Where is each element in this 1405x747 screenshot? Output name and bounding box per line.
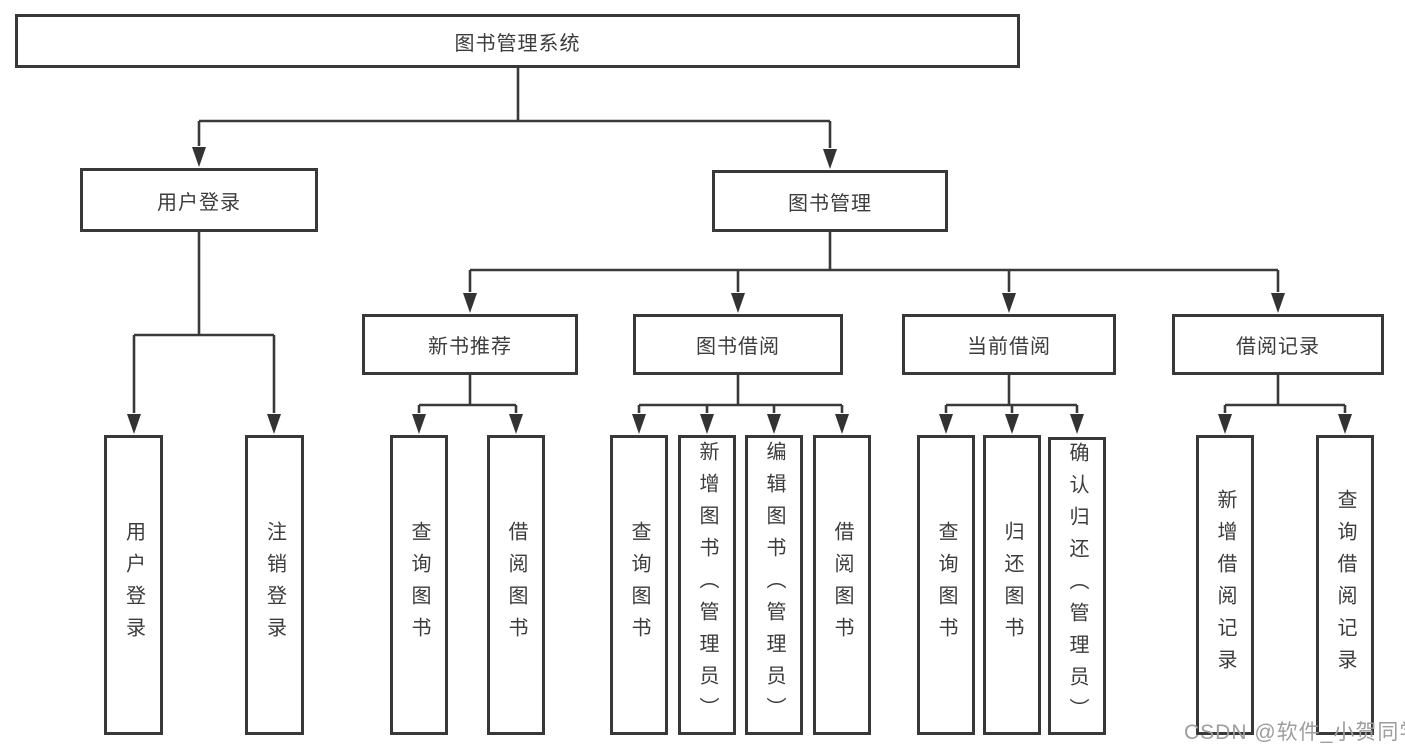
node-borrow-books: 借阅图书 <box>487 435 545 735</box>
node-confirm-return-admin: 确认归还（管理员） <box>1048 437 1106 735</box>
node-label: 当前借阅 <box>967 336 1051 358</box>
node-label: 用户登录 <box>157 191 241 214</box>
node-library-system: 图书管理系统 <box>15 14 1020 68</box>
node-current-borrow: 当前借阅 <box>902 314 1116 375</box>
node-label: 编辑图书（管理员） <box>763 441 785 729</box>
node-label: 借阅记录 <box>1236 336 1320 358</box>
node-query-books: 查询图书 <box>390 435 448 735</box>
node-label: 图书管理 <box>788 192 872 215</box>
node-label: 查询图书 <box>408 521 430 649</box>
node-label: 新增借阅记录 <box>1214 489 1236 681</box>
csdn-watermark: CSDN @软件_小贺同学 <box>1184 721 1405 744</box>
node-label: 归还图书 <box>1001 521 1023 649</box>
node-user-login: 用户登录 <box>104 435 163 735</box>
node-label: 用户登录 <box>122 521 145 649</box>
node-label: 借阅图书 <box>831 521 853 649</box>
node-return-books: 归还图书 <box>983 435 1041 735</box>
node-label: 图书管理系统 <box>454 32 581 55</box>
node-label: 查询借阅记录 <box>1334 489 1356 681</box>
node-query-books-3: 查询图书 <box>917 435 975 735</box>
node-label: 查询图书 <box>935 521 957 649</box>
node-label: 图书借阅 <box>696 336 780 358</box>
node-query-borrow-record: 查询借阅记录 <box>1316 435 1374 735</box>
node-label: 确认归还（管理员） <box>1066 442 1088 730</box>
node-label: 查询图书 <box>628 521 650 649</box>
node-user-login-group: 用户登录 <box>80 168 318 232</box>
node-label: 注销登录 <box>263 521 286 649</box>
node-borrow-records: 借阅记录 <box>1172 314 1384 375</box>
node-borrow-books-2: 借阅图书 <box>813 435 871 735</box>
node-logout: 注销登录 <box>245 435 304 735</box>
node-book-management: 图书管理 <box>712 170 948 232</box>
node-query-books-2: 查询图书 <box>610 435 668 735</box>
node-label: 新书推荐 <box>428 336 512 358</box>
node-add-book-admin: 新增图书（管理员） <box>678 435 736 735</box>
node-new-book-recommend: 新书推荐 <box>362 314 578 375</box>
node-edit-book-admin: 编辑图书（管理员） <box>745 435 803 735</box>
node-book-borrow: 图书借阅 <box>633 314 843 375</box>
node-label: 借阅图书 <box>505 521 527 649</box>
node-label: 新增图书（管理员） <box>696 441 718 729</box>
node-add-borrow-record: 新增借阅记录 <box>1196 435 1254 735</box>
